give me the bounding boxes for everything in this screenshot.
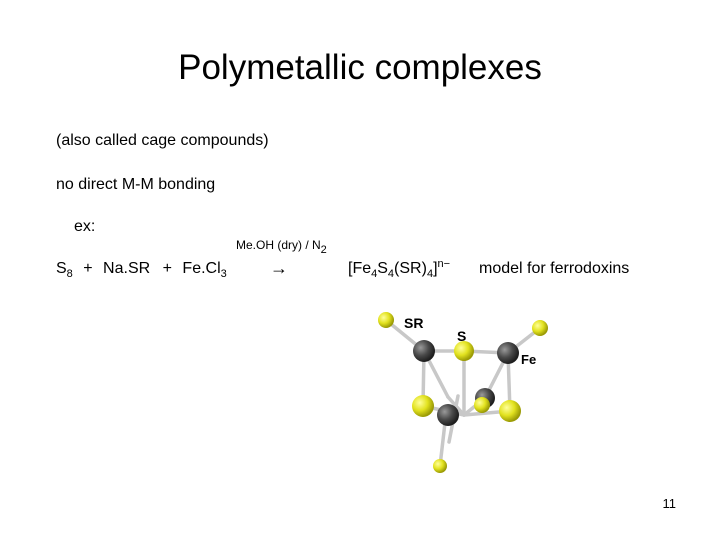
sulfur-atom [499,400,521,422]
label-sr: SR [404,315,423,331]
plus-sign: + [83,260,93,277]
label-fe: Fe [521,352,536,367]
sulfur-atom [378,312,394,328]
sulfur-atom [474,397,490,413]
reactant-nasr: Na.SR [103,260,151,277]
reaction-arrow: → [270,258,288,278]
sulfur-atom [433,459,447,473]
iron-atom [413,340,435,362]
reactants: S8 + Na.SR + Fe.Cl3 [56,258,227,281]
label-s: S [457,328,466,344]
subtitle: (also called cage compounds) [56,132,269,149]
reactant-s8: S8 [56,260,73,280]
sulfur-atom [532,320,548,336]
plus-sign: + [162,260,172,277]
fe4s4-cluster-image: SR S Fe [378,312,548,473]
model-label: model for ferrodoxins [479,260,630,277]
example-label: ex: [74,218,96,235]
cluster-atoms [378,312,548,473]
reaction-conditions: Me.OH (dry) / N2 [236,238,327,256]
reactant-fecl3: Fe.Cl3 [182,260,227,280]
sulfur-atom [454,341,474,361]
bullet-text: no direct M-M bonding [56,176,216,193]
page-number: 11 [662,496,677,511]
sulfur-atom [412,395,434,417]
iron-atom [497,342,519,364]
product-formula: [Fe4S4(SR)4]n− [348,258,451,280]
slide-title: Polymetallic complexes [178,48,542,87]
iron-atom [437,404,459,426]
